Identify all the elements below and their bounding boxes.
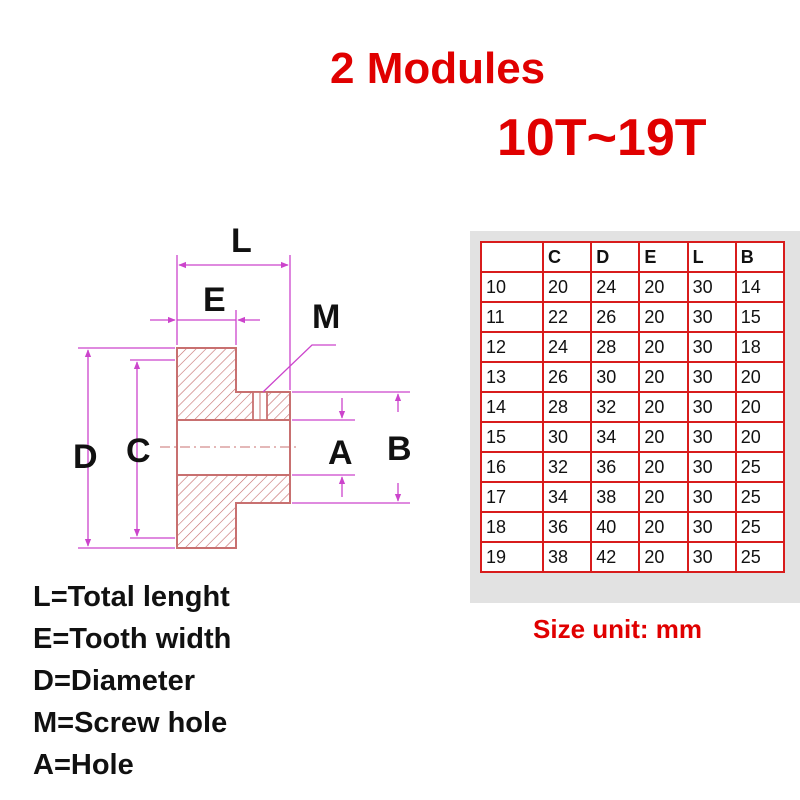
table-cell: 20 [734,421,786,453]
table-cell: 14 [734,271,786,303]
legend-item-A: A=Hole [33,749,134,781]
table-cell: 20 [734,391,786,423]
table-cell: 30 [541,421,593,453]
table-cell: 18 [480,511,544,543]
dimension-label-A: A [328,434,353,472]
table-cell: 24 [590,271,641,303]
table-cell: 20 [541,271,593,303]
table-cell: 15 [480,421,544,453]
gear-part-section [160,347,300,549]
table-cell: 16 [480,451,544,483]
table-cell: 30 [686,451,737,483]
table-cell: 32 [590,391,641,423]
header-L: L [686,241,737,273]
header-D: D [590,241,641,273]
dimension-label-E: E [203,281,226,319]
table-cell: 30 [686,301,737,333]
table-cell: 26 [541,361,593,393]
table-cell: 30 [590,361,641,393]
table-cell: 38 [541,541,593,573]
table-cell: 25 [734,511,786,543]
table-cell: 12 [480,331,544,363]
table-cell: 18 [734,331,786,363]
header-E: E [638,241,689,273]
table-cell: 20 [638,481,689,513]
table-cell: 34 [541,481,593,513]
table-cell: 32 [541,451,593,483]
table-cell: 30 [686,271,737,303]
table-cell: 25 [734,451,786,483]
dimension-label-L: L [231,222,252,260]
table-cell: 20 [638,421,689,453]
table-cell: 28 [541,391,593,423]
table-cell: 20 [638,451,689,483]
size-unit-note: Size unit: mm [533,614,703,644]
table-cell: 30 [686,361,737,393]
dimension-label-B: B [387,430,412,468]
table-cell: 30 [686,511,737,543]
table-cell: 30 [686,421,737,453]
table-cell: 26 [590,301,641,333]
legend-item-E: E=Tooth width [33,623,232,655]
table-cell: 15 [734,301,786,333]
table-cell: 36 [541,511,593,543]
header-B: B [734,241,786,273]
table-cell: 25 [734,541,786,573]
table-cell: 11 [480,301,544,333]
table-cell: 10 [480,271,544,303]
header-teeth [480,241,544,273]
table-cell: 34 [590,421,641,453]
table-cell: 30 [686,331,737,363]
table-cell: 22 [541,301,593,333]
title-teeth-range: 10T~19T [497,109,707,167]
table-cell: 30 [686,481,737,513]
title-modules: 2 Modules [330,44,546,93]
dimension-legend: L=Total lenght E=Tooth width D=Diameter … [33,576,231,786]
table-cell: 30 [686,391,737,423]
header-C: C [541,241,593,273]
table-cell: 20 [638,361,689,393]
table-cell: 38 [590,481,641,513]
table-cell: 20 [638,391,689,423]
table-cell: 19 [480,541,544,573]
table-cell: 30 [686,541,737,573]
legend-item-M: M=Screw hole [33,707,228,739]
legend-item-D: D=Diameter [33,665,195,697]
table-cell: 14 [480,391,544,423]
dimension-label-C: C [126,432,151,470]
table-header-row: C D E L B [480,241,786,273]
table-cell: 17 [480,481,544,513]
table-cell: 24 [541,331,593,363]
table-cell: 25 [734,481,786,513]
table-cell: 13 [480,361,544,393]
dimension-label-D: D [73,438,98,476]
dimension-lines [78,255,410,549]
table-cell: 20 [638,331,689,363]
table-cell: 20 [734,361,786,393]
table-cell: 20 [638,301,689,333]
table-cell: 40 [590,511,641,543]
legend-item-L: L=Total lenght [33,581,230,613]
table-cell: 20 [638,511,689,543]
table-cell: 20 [638,541,689,573]
dimension-label-M: M [312,298,341,336]
table-cell: 42 [590,541,641,573]
table-cell: 20 [638,271,689,303]
table-cell: 28 [590,331,641,363]
table-cell: 36 [590,451,641,483]
